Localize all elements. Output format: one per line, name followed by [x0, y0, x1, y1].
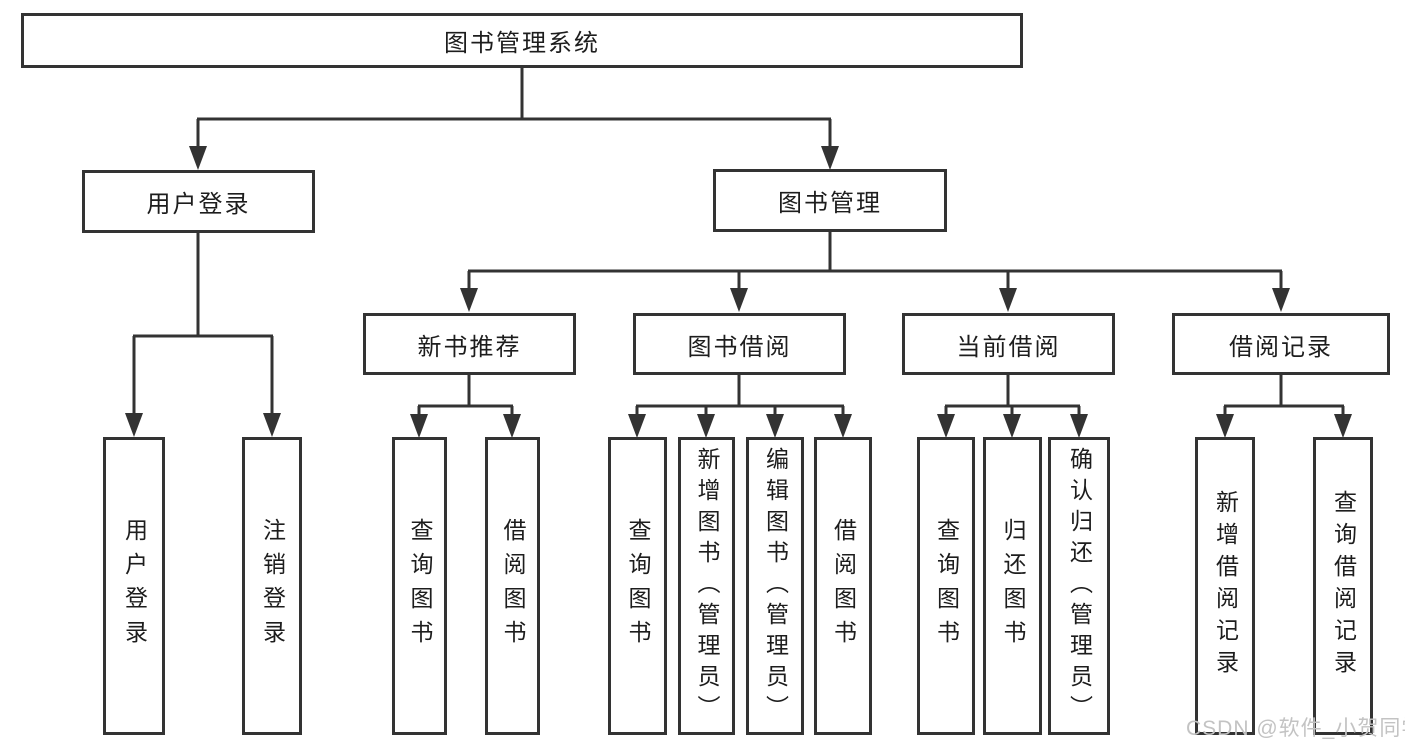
leaf-cb-confirm-return: 确认归还（管理员）	[1048, 437, 1110, 735]
arrowheads-path	[125, 146, 1352, 438]
leaf-label: 查询借阅记录	[1330, 490, 1357, 682]
leaf-rec-query-book: 查询图书	[392, 437, 447, 735]
leaf-label: 借阅图书	[830, 518, 857, 654]
leaf-bb-query-book: 查询图书	[608, 437, 667, 735]
node-user-login: 用户登录	[82, 170, 315, 233]
node-book-borrow: 图书借阅	[633, 313, 846, 375]
leaf-bb-edit-book: 编辑图书（管理员）	[746, 437, 804, 735]
leaf-cb-return-book: 归还图书	[983, 437, 1042, 735]
csdn-watermark: CSDN @软件_小贺同学	[1186, 717, 1405, 740]
leaf-bb-add-book: 新增图书（管理员）	[678, 437, 735, 735]
leaf-user-login: 用户登录	[103, 437, 165, 735]
leaf-label: 编辑图书（管理员）	[762, 446, 789, 726]
leaf-label: 查询图书	[407, 518, 433, 654]
leaf-label: 用户登录	[121, 518, 148, 654]
leaf-label: 借阅图书	[500, 518, 526, 654]
node-book-management: 图书管理	[713, 169, 947, 232]
leaf-label: 归还图书	[1000, 518, 1026, 654]
leaf-label: 注销登录	[259, 518, 286, 654]
leaf-br-query-record: 查询借阅记录	[1313, 437, 1373, 735]
node-borrow-record: 借阅记录	[1172, 313, 1390, 375]
leaf-br-add-record: 新增借阅记录	[1195, 437, 1255, 735]
leaf-label: 查询图书	[933, 518, 960, 654]
leaf-cb-query-book: 查询图书	[917, 437, 975, 735]
leaf-logout: 注销登录	[242, 437, 302, 735]
node-new-book-recommend: 新书推荐	[363, 313, 576, 375]
leaf-label: 新增图书（管理员）	[694, 446, 720, 726]
leaf-rec-borrow-book: 借阅图书	[485, 437, 540, 735]
leaf-label: 查询图书	[625, 518, 651, 654]
leaf-label: 确认归还（管理员）	[1066, 446, 1093, 726]
connector-line-path	[132, 68, 1345, 418]
node-current-borrow: 当前借阅	[902, 313, 1115, 375]
node-library-system: 图书管理系统	[21, 13, 1023, 68]
leaf-bb-borrow-book: 借阅图书	[814, 437, 872, 735]
leaf-label: 新增借阅记录	[1212, 490, 1239, 682]
